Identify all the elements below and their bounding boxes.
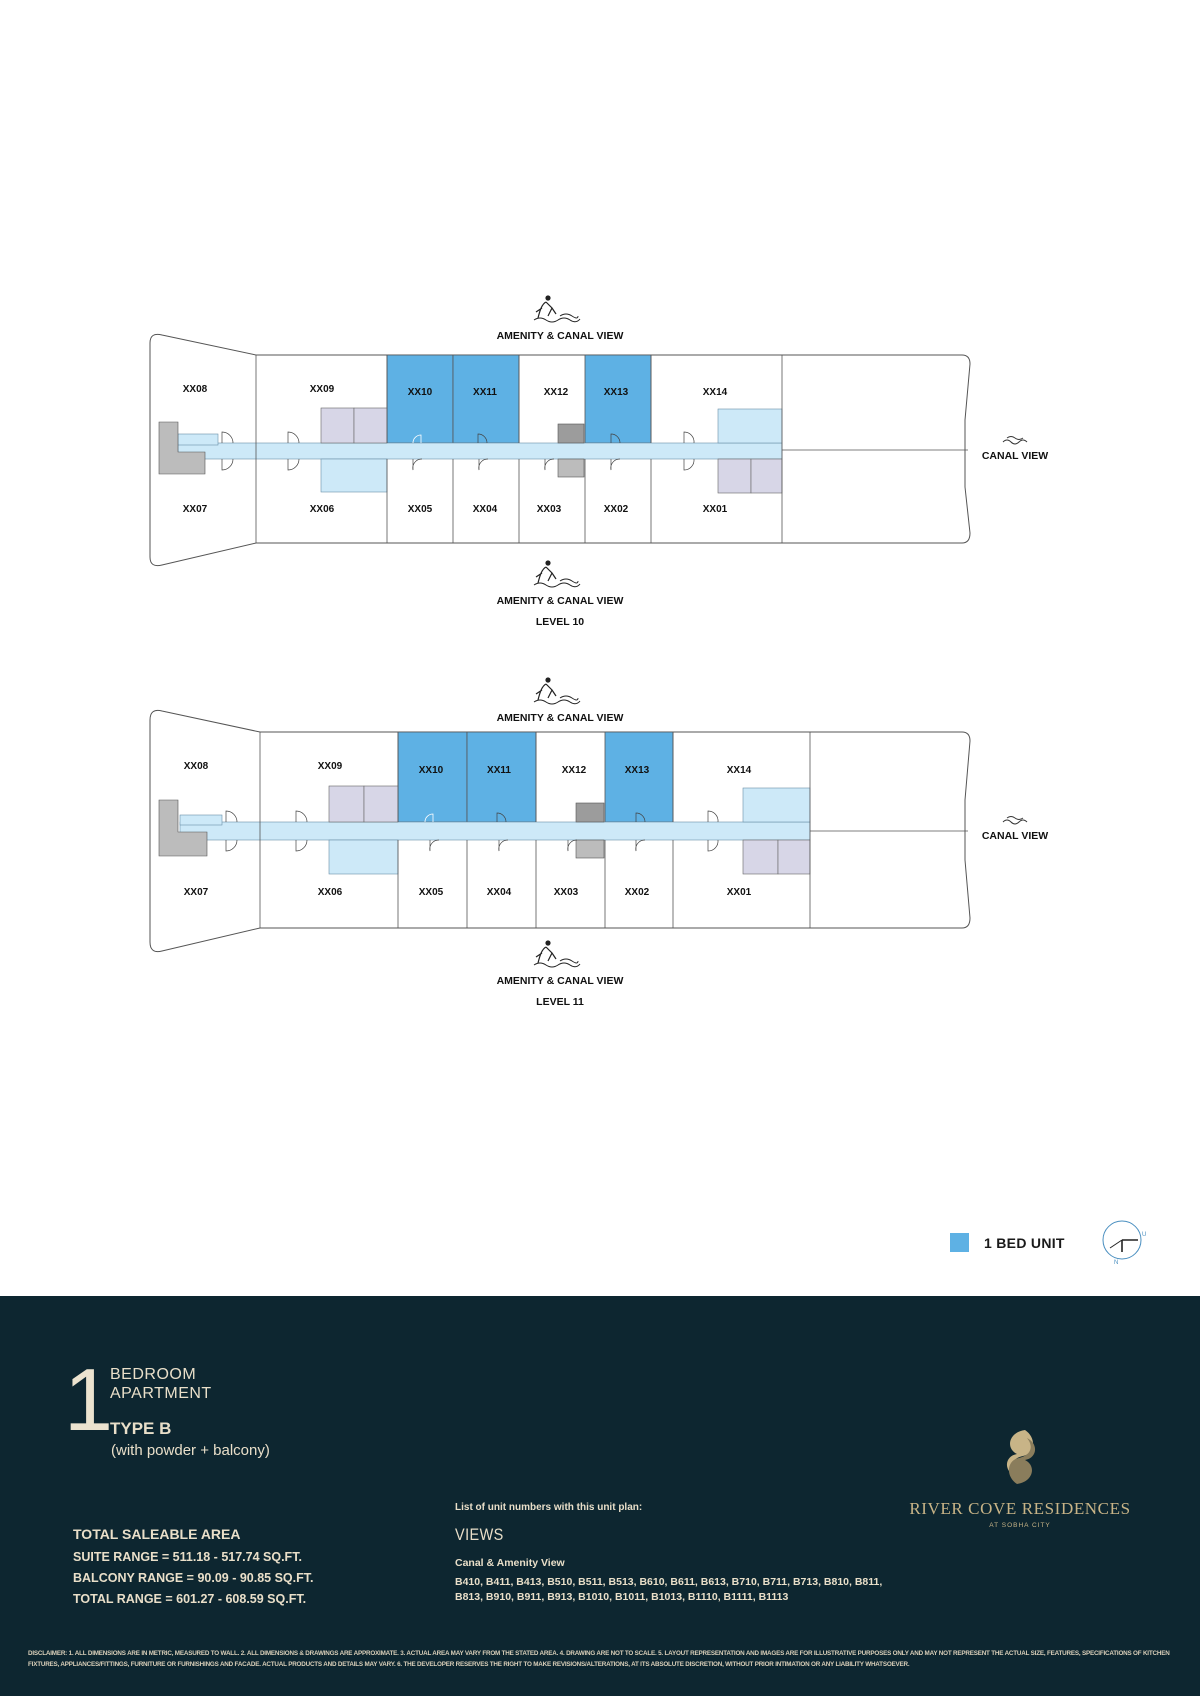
disclaimer: DISCLAIMER: 1. ALL DIMENSIONS ARE IN MET…: [28, 1650, 1170, 1668]
unit-label: XX11: [473, 387, 497, 398]
unit-label: XX07: [184, 887, 209, 898]
unit-label: XX14: [703, 387, 728, 398]
unit-label: XX03: [537, 504, 562, 515]
wave-icon: [1002, 436, 1028, 445]
area-title: TOTAL SALEABLE AREA: [73, 1526, 241, 1542]
compass-icon: U N: [1102, 1220, 1146, 1266]
unit-label: XX07: [183, 504, 208, 515]
balcony-range: BALCONY RANGE = 90.09 - 90.85 SQ.FT.: [73, 1571, 314, 1585]
unit-list-intro: List of unit numbers with this unit plan…: [455, 1502, 643, 1513]
bedroom-count: 1: [64, 1350, 113, 1449]
unit-xx13-l10[interactable]: [584, 354, 652, 444]
level-label: LEVEL 11: [536, 996, 584, 1008]
brand-logo: RIVER COVE RESIDENCES AT SOBHA CITY: [905, 1426, 1135, 1529]
unit-label: XX05: [419, 887, 444, 898]
top-view-label: AMENITY & CANAL VIEW: [497, 712, 624, 724]
unit-label: XX06: [310, 504, 335, 515]
unit-xx11-l11[interactable]: [466, 731, 537, 823]
unit-type-detail: (with powder + balcony): [111, 1442, 270, 1459]
unit-type: TYPE B: [110, 1419, 172, 1438]
level-label: LEVEL 10: [536, 616, 584, 628]
unit-label: XX06: [318, 887, 343, 898]
side-view-label: CANAL VIEW: [982, 830, 1048, 842]
unit-label: XX13: [604, 387, 629, 398]
unit-label: XX11: [487, 765, 511, 776]
top-view-label: AMENITY & CANAL VIEW: [497, 330, 624, 342]
unit-label: XX13: [625, 765, 650, 776]
unit-label: XX10: [419, 765, 444, 776]
total-range: TOTAL RANGE = 601.27 - 608.59 SQ.FT.: [73, 1592, 307, 1606]
unit-label: XX02: [625, 887, 650, 898]
unit-label: XX10: [408, 387, 433, 398]
unit-xx13-l11[interactable]: [604, 731, 674, 823]
unit-label: XX08: [183, 384, 208, 395]
saleable-area: TOTAL SALEABLE AREA SUITE RANGE = 511.18…: [73, 1526, 313, 1613]
side-view-label: CANAL VIEW: [982, 450, 1048, 462]
corridor-l11: [179, 821, 811, 841]
unit-xx10-l11[interactable]: [397, 731, 468, 823]
brand-subtitle: AT SOBHA CITY: [989, 1522, 1051, 1529]
pool-icon: [533, 939, 581, 968]
unit-label: XX08: [184, 761, 209, 772]
unit-label: XX14: [727, 765, 752, 776]
suite-range: SUITE RANGE = 511.18 - 517.74 SQ.FT.: [73, 1550, 302, 1564]
view-heading: Canal & Amenity View: [455, 1557, 565, 1569]
bedroom-label: BEDROOM: [110, 1366, 197, 1383]
corridor-l10: [177, 442, 783, 460]
unit-numbers: B410, B411, B413, B510, B511, B513, B610…: [455, 1576, 883, 1603]
unit-xx10-l10[interactable]: [386, 354, 454, 444]
views-title: VIEWS: [455, 1525, 504, 1544]
unit-label: XX09: [310, 384, 335, 395]
plan-level-10: XX08 XX09 XX10 XX11 XX12 XX13 XX14 XX07 …: [149, 294, 1048, 628]
legend-swatch: [950, 1233, 969, 1252]
pool-icon: [533, 676, 581, 705]
floor-plans: XX08 XX09 XX10 XX11 XX12 XX13 XX14 XX07 …: [149, 294, 1048, 1008]
pool-icon: [533, 294, 581, 323]
bottom-view-label: AMENITY & CANAL VIEW: [497, 595, 624, 607]
unit-list-section: List of unit numbers with this unit plan…: [455, 1502, 885, 1605]
pool-icon: [533, 559, 581, 588]
unit-label: XX12: [544, 387, 569, 398]
legend-label: 1 BED UNIT: [984, 1234, 1065, 1251]
unit-label: XX04: [487, 887, 512, 898]
svg-text:N: N: [1114, 1260, 1118, 1266]
unit-label: XX12: [562, 765, 587, 776]
bottom-view-label: AMENITY & CANAL VIEW: [497, 975, 624, 987]
apartment-label: APARTMENT: [110, 1385, 212, 1402]
unit-label: XX01: [703, 504, 728, 515]
unit-label: XX03: [554, 887, 579, 898]
svg-text:U: U: [1142, 1232, 1146, 1238]
brand-mark-icon: [1006, 1430, 1036, 1484]
unit-label: XX02: [604, 504, 629, 515]
wave-icon: [1002, 816, 1028, 825]
unit-label: XX05: [408, 504, 433, 515]
legend: 1 BED UNIT: [950, 1233, 1065, 1252]
footer-panel: 1 BEDROOM APARTMENT TYPE B (with powder …: [0, 1296, 1200, 1696]
unit-label: XX04: [473, 504, 498, 515]
plan-level-11: XX08 XX09 XX10 XX11 XX12 XX13 XX14 XX07 …: [149, 676, 1048, 1008]
unit-label: XX01: [727, 887, 752, 898]
unit-label: XX09: [318, 761, 343, 772]
unit-xx11-l10[interactable]: [452, 354, 520, 444]
brand-name: RIVER COVE RESIDENCES: [909, 1499, 1131, 1518]
